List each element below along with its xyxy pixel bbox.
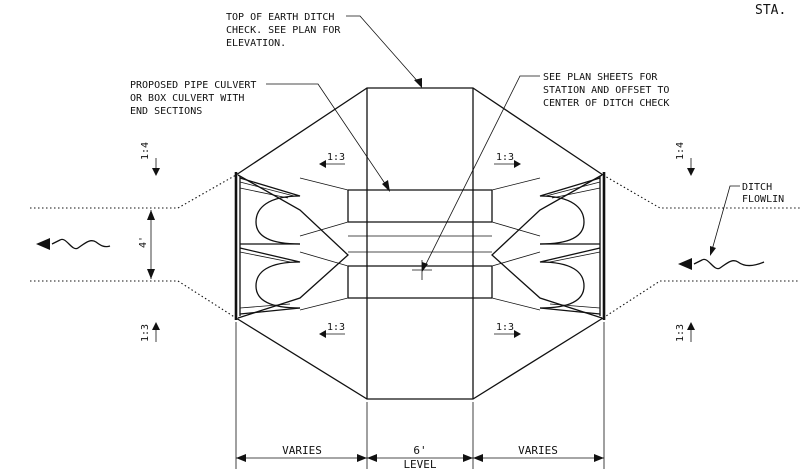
note-top-of-ditch-line3: ELEVATION. (226, 38, 286, 49)
dimension-center-level: LEVEL (403, 458, 436, 469)
ditch-lines (30, 174, 800, 319)
station-label: STA. (755, 3, 786, 18)
slope-outer-bottom-right: 1:3 (675, 324, 686, 342)
dimension-center-width: 6' (413, 444, 426, 457)
annotations: TOP OF EARTH DITCH CHECK. SEE PLAN FOR E… (130, 12, 784, 272)
slope-outer-bottom-left: 1:3 (140, 324, 151, 342)
end-section-left (234, 172, 301, 320)
ditch-check-outline (235, 87, 604, 400)
note-proposed-pipe-line1: PROPOSED PIPE CULVERT (130, 80, 256, 91)
inner-slope-labels: 1:3 1:3 1:3 1:3 (319, 152, 521, 338)
note-ditch-flowline-line1: DITCH (742, 182, 772, 193)
flow-arrows (36, 238, 765, 270)
note-see-plan-line2: STATION AND OFFSET TO (543, 85, 669, 96)
ditch-width-dimension: 4' (138, 210, 155, 279)
bottom-dimensions: VARIES 6' LEVEL VARIES (235, 322, 605, 469)
note-see-plan-line3: CENTER OF DITCH CHECK (543, 98, 669, 109)
outer-slope-labels: 1:4 1:4 1:3 1:3 (140, 142, 695, 342)
flow-arrow-left (51, 238, 111, 250)
ditch-width-label: 4' (138, 236, 149, 248)
note-top-of-ditch-line2: CHECK. SEE PLAN FOR (226, 25, 341, 36)
note-see-plan-line1: SEE PLAN SHEETS FOR (543, 72, 658, 83)
slope-outer-top-left: 1:4 (140, 142, 151, 160)
note-proposed-pipe-line3: END SECTIONS (130, 106, 202, 117)
slope-inner-bottom-left: 1:3 (327, 322, 345, 333)
note-top-of-ditch-line1: TOP OF EARTH DITCH (226, 12, 334, 23)
flow-arrow-right (693, 258, 765, 270)
note-ditch-flowline-line2: FLOWLIN (742, 194, 784, 205)
slope-inner-top-left: 1:3 (327, 152, 345, 163)
note-proposed-pipe-line2: OR BOX CULVERT WITH (130, 93, 244, 104)
dimension-right-varies: VARIES (518, 444, 558, 457)
slope-inner-top-right: 1:3 (496, 152, 514, 163)
dimension-left-varies: VARIES (282, 444, 322, 457)
slope-outer-top-right: 1:4 (675, 142, 686, 160)
end-section-right (539, 172, 606, 320)
slope-inner-bottom-right: 1:3 (496, 322, 514, 333)
